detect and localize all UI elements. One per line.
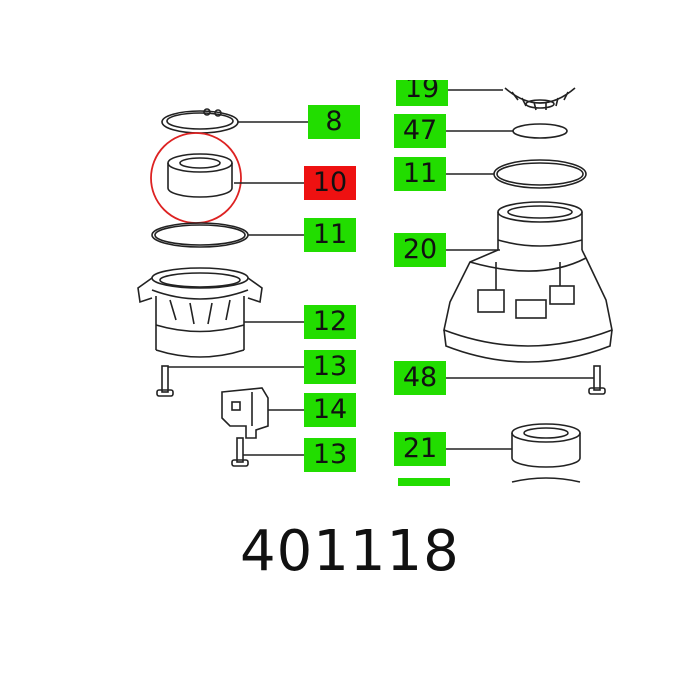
callout-48: 48 xyxy=(394,361,446,395)
part-number: 401118 xyxy=(240,519,460,584)
highlight-ring xyxy=(150,132,242,224)
part-screw-upper xyxy=(156,365,174,397)
part-screw-lower xyxy=(231,437,249,467)
part-clamp xyxy=(221,387,269,439)
part-o-ring-right xyxy=(493,159,587,189)
callout-22-cropped: 22 xyxy=(398,478,450,486)
part-bevel-gear xyxy=(504,87,576,111)
part-cropped-bottom xyxy=(511,477,581,483)
callout-47: 47 xyxy=(394,114,446,148)
part-gear-housing xyxy=(443,201,613,363)
part-bearing-housing xyxy=(137,267,263,358)
part-large-bearing xyxy=(511,423,581,468)
callout-11-right: 11 xyxy=(394,157,446,191)
callout-14: 14 xyxy=(304,393,356,427)
callout-12: 12 xyxy=(304,305,356,339)
callout-11-left: 11 xyxy=(304,218,356,252)
part-thin-ring xyxy=(512,123,568,139)
callout-19-cropped: 19 xyxy=(396,80,448,106)
part-circlip xyxy=(161,108,239,134)
callout-8: 8 xyxy=(308,105,360,139)
part-o-ring-left xyxy=(151,222,249,248)
callout-13-upper: 13 xyxy=(304,350,356,384)
callout-10-highlighted: 10 xyxy=(304,166,356,200)
callout-21: 21 xyxy=(394,432,446,466)
part-ball-bearing xyxy=(167,153,233,198)
callout-20: 20 xyxy=(394,233,446,267)
part-screw-right xyxy=(588,365,606,395)
callout-13-lower: 13 xyxy=(304,438,356,472)
